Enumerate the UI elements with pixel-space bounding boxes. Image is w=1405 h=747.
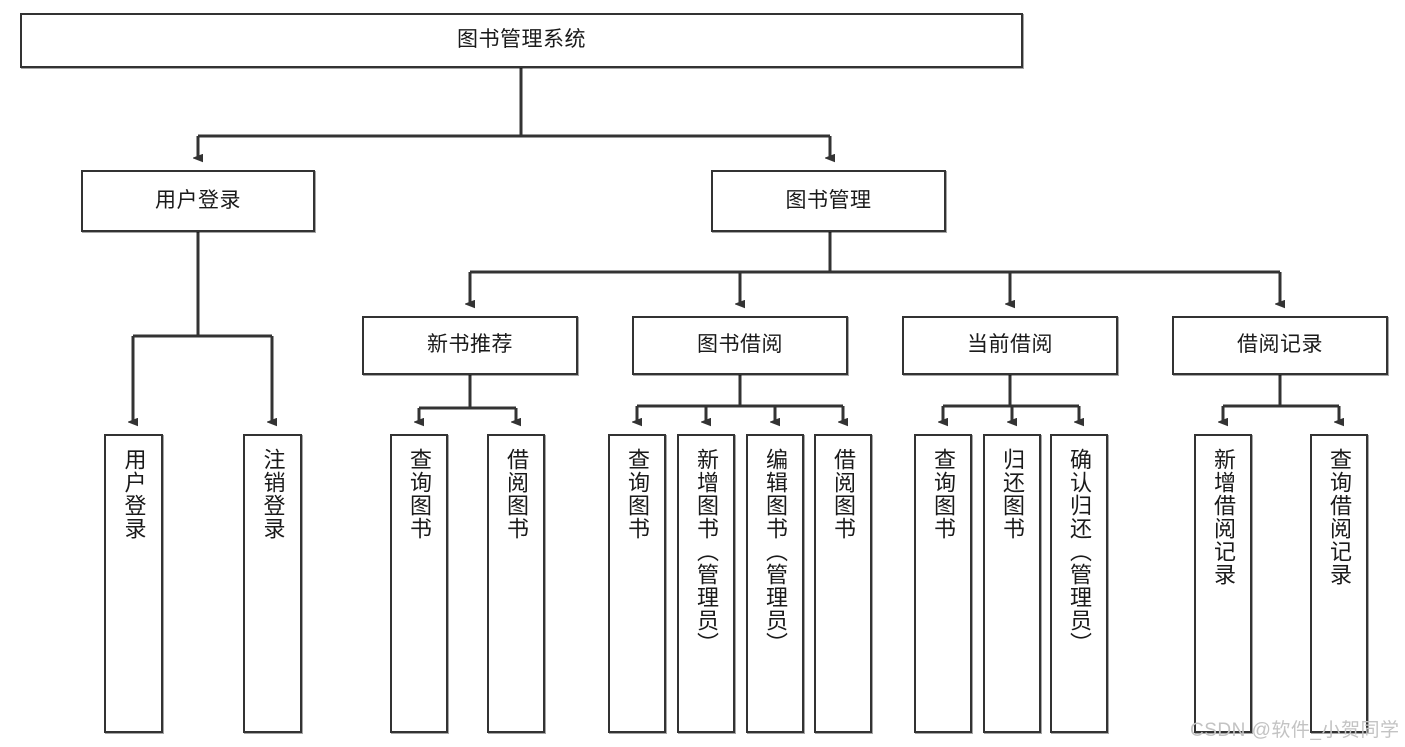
node-leaf-add-borrow-record[interactable]: 新增借阅记录 bbox=[1194, 434, 1252, 733]
node-current-borrow[interactable]: 当前借阅 bbox=[902, 316, 1118, 375]
node-label: 查询借阅记录 bbox=[1327, 448, 1352, 586]
node-label: 新增借阅记录 bbox=[1211, 448, 1236, 586]
node-leaf-query-book-recommend[interactable]: 查询图书 bbox=[390, 434, 448, 733]
node-label: 新增图书（管理员） bbox=[694, 448, 719, 655]
node-label: 借阅图书 bbox=[831, 448, 856, 540]
node-leaf-add-book-admin[interactable]: 新增图书（管理员） bbox=[677, 434, 735, 733]
node-leaf-logout[interactable]: 注销登录 bbox=[243, 434, 302, 733]
node-label: 查询图书 bbox=[407, 448, 432, 540]
node-leaf-borrow-book[interactable]: 借阅图书 bbox=[814, 434, 872, 733]
node-label: 用户登录 bbox=[155, 188, 241, 212]
node-leaf-query-book-borrow[interactable]: 查询图书 bbox=[608, 434, 666, 733]
node-user-login[interactable]: 用户登录 bbox=[81, 170, 315, 232]
node-borrow-record[interactable]: 借阅记录 bbox=[1172, 316, 1388, 375]
node-leaf-borrow-book-recommend[interactable]: 借阅图书 bbox=[487, 434, 545, 733]
watermark: CSDN @软件_小贺同学 bbox=[1190, 720, 1400, 741]
node-label: 借阅图书 bbox=[504, 448, 529, 540]
node-label: 编辑图书（管理员） bbox=[763, 448, 788, 655]
node-leaf-query-borrow-record[interactable]: 查询借阅记录 bbox=[1310, 434, 1368, 733]
node-label: 图书管理 bbox=[785, 188, 872, 212]
node-label: 新书推荐 bbox=[427, 333, 513, 357]
node-new-book-recommendation[interactable]: 新书推荐 bbox=[362, 316, 578, 375]
node-leaf-confirm-return-admin[interactable]: 确认归还（管理员） bbox=[1050, 434, 1108, 733]
node-label: 查询图书 bbox=[931, 448, 956, 540]
node-book-borrow[interactable]: 图书借阅 bbox=[632, 316, 848, 375]
node-leaf-return-book[interactable]: 归还图书 bbox=[983, 434, 1041, 733]
node-label: 图书管理系统 bbox=[457, 28, 586, 52]
node-library-management-system[interactable]: 图书管理系统 bbox=[20, 13, 1023, 68]
node-leaf-edit-book-admin[interactable]: 编辑图书（管理员） bbox=[746, 434, 804, 733]
node-leaf-query-book-current[interactable]: 查询图书 bbox=[914, 434, 972, 733]
node-label: 确认归还（管理员） bbox=[1067, 448, 1092, 655]
node-label: 当前借阅 bbox=[967, 333, 1053, 357]
node-leaf-user-login[interactable]: 用户登录 bbox=[104, 434, 163, 733]
node-label: 归还图书 bbox=[1000, 448, 1025, 540]
node-book-management[interactable]: 图书管理 bbox=[711, 170, 946, 232]
node-label: 借阅记录 bbox=[1237, 333, 1323, 357]
node-label: 查询图书 bbox=[625, 448, 650, 540]
node-label: 图书借阅 bbox=[697, 333, 783, 357]
node-label: 注销登录 bbox=[260, 448, 286, 540]
node-label: 用户登录 bbox=[121, 448, 147, 540]
